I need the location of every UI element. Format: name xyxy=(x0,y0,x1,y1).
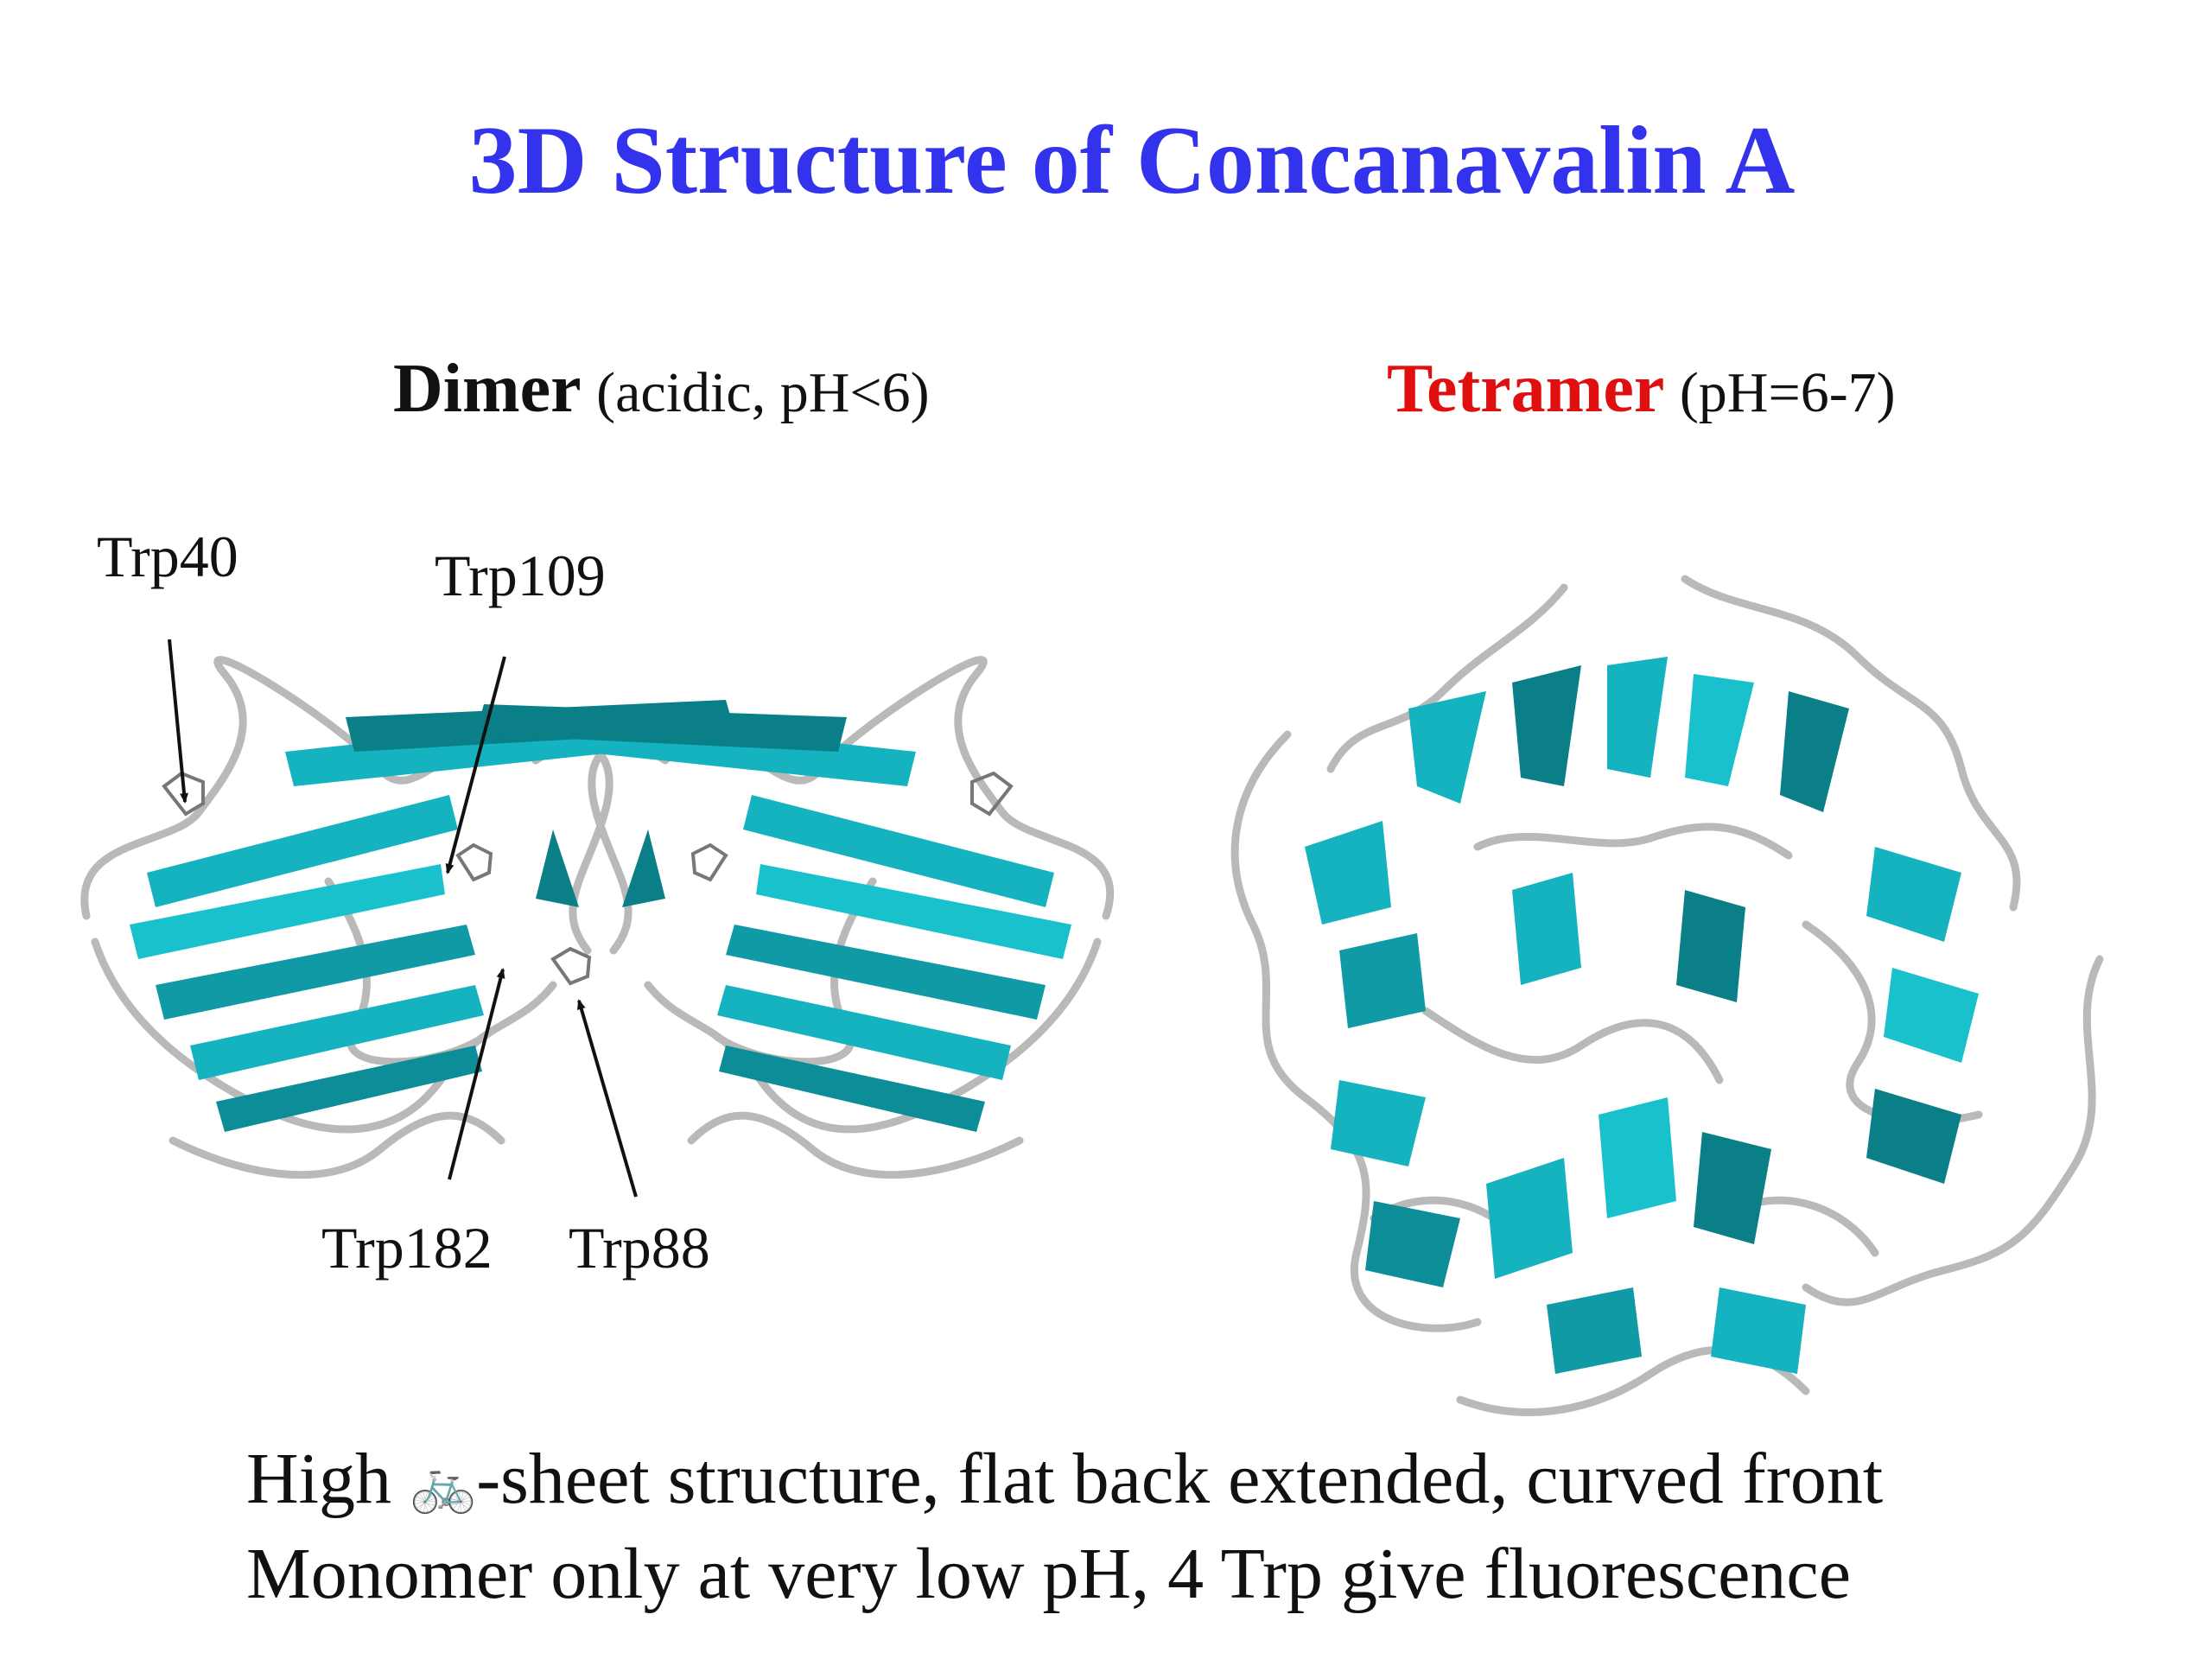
trp182-arrow xyxy=(448,968,505,1180)
dimer-structure-image xyxy=(80,656,1115,1179)
bicycle-icon: 🚲 xyxy=(410,1452,477,1516)
tryptophan-residues xyxy=(162,771,1014,986)
trp88-arrow xyxy=(576,999,638,1198)
trp109-label: Trp109 xyxy=(435,543,606,608)
slide-title: 3D Structure of Concanavalin A xyxy=(468,107,1796,214)
caption-line-1-start: High xyxy=(246,1439,391,1519)
caption-line-1: High 🚲-sheet structure, flat back extend… xyxy=(246,1443,1883,1516)
dimer-heading: Dimer (acidic, pH<6) xyxy=(393,354,930,423)
trp40-label: Trp40 xyxy=(97,524,238,589)
tetramer-strands xyxy=(1305,657,1979,1374)
tetramer-label: Tetramer xyxy=(1387,351,1665,427)
caption-line-1-end: -sheet structure, flat back extended, cu… xyxy=(476,1439,1884,1519)
trp40-arrow xyxy=(168,639,189,804)
caption-line-2: Monomer only at very low pH, 4 Trp give … xyxy=(246,1534,1851,1614)
tetramer-structure-image xyxy=(1230,575,2104,1416)
tetramer-coils xyxy=(1230,575,2104,1416)
dimer-condition: (acidic, pH<6) xyxy=(596,361,930,424)
trp182-label: Trp182 xyxy=(321,1215,493,1281)
trp88-label: Trp88 xyxy=(569,1215,710,1281)
tetramer-heading: Tetramer (pH=6-7) xyxy=(1387,354,1896,423)
dimer-strands xyxy=(130,700,1071,1132)
trp109-arrow xyxy=(445,656,506,874)
dimer-label: Dimer xyxy=(393,351,582,427)
tetramer-condition: (pH=6-7) xyxy=(1679,361,1896,424)
